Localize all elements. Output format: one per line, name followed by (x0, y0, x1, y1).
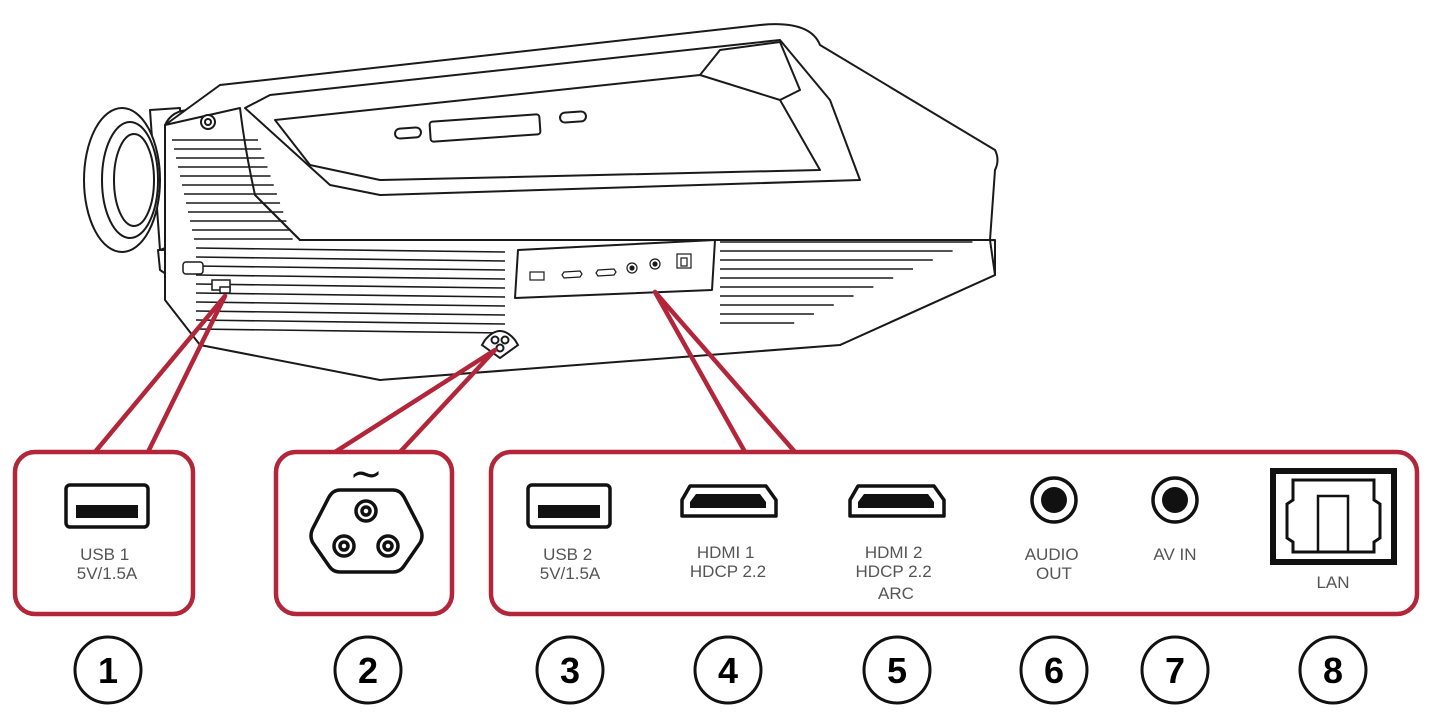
usb-port-icon (526, 483, 612, 529)
number-badges (73, 635, 1368, 705)
label-usb1: USB 1 5V/1.5A (77, 545, 138, 583)
number-3: 3 (560, 650, 580, 691)
ac-power-inlet-icon (309, 488, 424, 574)
label-usb2: USB 2 5V/1.5A (540, 545, 601, 583)
number-8: 8 (1323, 650, 1343, 691)
grille-line (195, 256, 506, 262)
power-button-icon (200, 114, 216, 130)
usb-port-icon (64, 483, 150, 529)
number-badge-3 (535, 635, 605, 705)
number-badge-1 (73, 635, 143, 705)
number-5: 5 (887, 650, 907, 691)
grille-line (195, 292, 506, 298)
label-av-in: AV IN (1153, 545, 1196, 564)
leader-line-2 (332, 347, 498, 455)
audio-jack-icon (1030, 476, 1078, 524)
number-1: 1 (98, 650, 118, 691)
leader-line-1 (92, 293, 228, 455)
label-lan: LAN (1316, 573, 1349, 592)
hdmi-port-icon (848, 484, 946, 518)
number-2: 2 (358, 650, 378, 691)
port-panel-details (529, 253, 692, 281)
label-hdmi2: HDMI 2 HDCP 2.2 ARC (856, 543, 937, 603)
front-grille (172, 139, 973, 334)
leader-lines (92, 289, 798, 455)
callout-boxes (12, 449, 1420, 617)
port-labels: USB 1 5V/1.5A USB 2 5V/1.5A HDMI 1 HDCP … (77, 543, 1350, 603)
number-badge-4 (693, 635, 763, 705)
grille-line (195, 310, 506, 316)
grille-line (195, 247, 506, 253)
callout-box-rear-ports (488, 449, 1420, 617)
grille-line (195, 328, 506, 334)
ac-symbol: ~ (349, 451, 383, 497)
grille-line (195, 283, 506, 289)
lens-barrel (83, 107, 186, 253)
label-hdmi1: HDMI 1 HDCP 2.2 (690, 543, 766, 581)
number-4: 4 (718, 650, 738, 691)
number-badge-8 (1298, 635, 1368, 705)
projector-illustration (83, 23, 999, 381)
number-badge-5 (862, 635, 932, 705)
top-control-panel (428, 113, 542, 143)
port-panel (514, 239, 716, 299)
number-badge-labels: 1 2 3 4 5 6 7 8 (98, 650, 1343, 691)
number-6: 6 (1044, 650, 1064, 691)
grille-line (195, 319, 506, 325)
lan-port-icon (1270, 468, 1397, 565)
label-audio-out: AUDIO OUT (1025, 545, 1084, 583)
grille-line (195, 301, 506, 307)
grille-line (195, 274, 506, 280)
number-badge-2 (333, 635, 403, 705)
callout-box-usb1 (12, 449, 196, 617)
leader-line-3-8 (652, 289, 798, 455)
grille-line (195, 265, 506, 271)
side-ports (182, 261, 231, 294)
number-badge-7 (1140, 635, 1210, 705)
audio-jack-icon (1151, 476, 1199, 524)
number-badge-6 (1019, 635, 1089, 705)
hdmi-port-icon (680, 484, 778, 518)
number-7: 7 (1165, 650, 1185, 691)
